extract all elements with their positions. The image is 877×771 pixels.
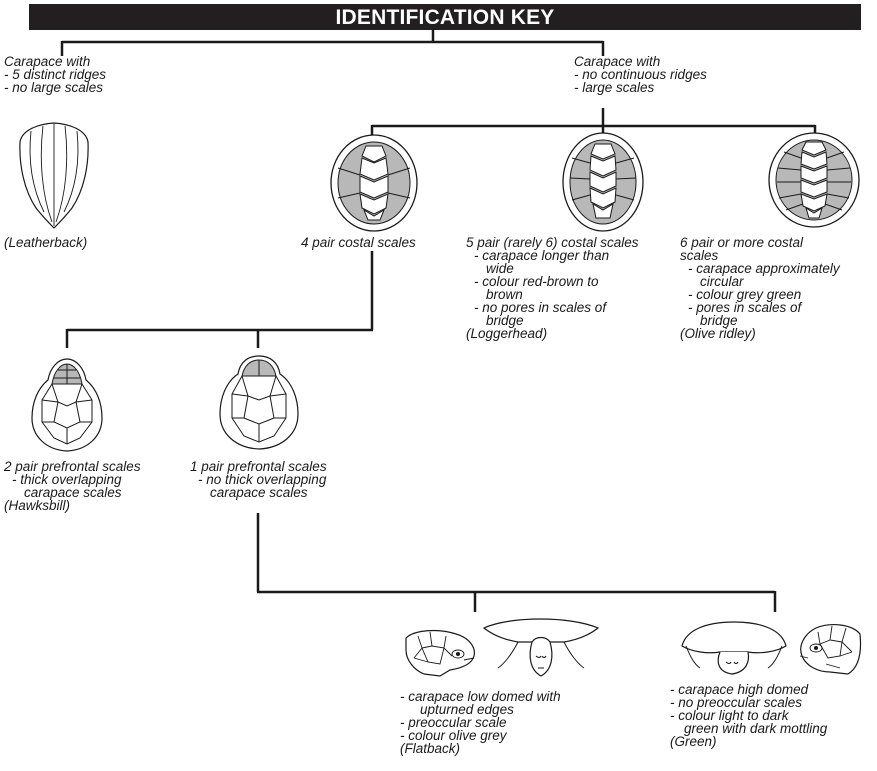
flatback-trait: - preoccular scale	[400, 715, 507, 730]
leatherback-label: (Leatherback)	[4, 235, 88, 250]
hawksbill-species-name: (Hawksbill)	[4, 498, 71, 513]
loggerhead-trait: wide	[486, 261, 514, 276]
green-head-illustration	[799, 624, 862, 675]
scaled-trait: - no continuous ridges	[574, 67, 707, 82]
green-species-name: (Green)	[670, 734, 717, 749]
olive-ridley-trait: - colour grey green	[688, 287, 802, 302]
one-prefrontal-heading: 1 pair prefrontal scales	[190, 459, 327, 474]
green-trait: green with dark mottling	[684, 721, 828, 736]
green-trait: - no preoccular scales	[670, 695, 803, 710]
ridged-trait: - no large scales	[4, 80, 104, 95]
ridged-heading: Carapace with	[4, 54, 91, 69]
green-label: - carapace high domed - no preoccular sc…	[670, 682, 828, 749]
key-title: IDENTIFICATION KEY	[29, 4, 861, 30]
one-prefrontal-trait: carapace scales	[210, 485, 308, 500]
olive-ridley-shell-illustration	[768, 132, 860, 228]
scaled-branch-label: Carapace with - no continuous ridges - l…	[574, 54, 707, 95]
flatback-head-illustration	[405, 629, 475, 677]
ridged-trait: - 5 distinct ridges	[4, 67, 107, 82]
one-prefrontal-head-illustration	[219, 355, 299, 450]
four-costal-label: 4 pair costal scales	[301, 235, 416, 250]
olive-ridley-heading: 6 pair or more costal	[680, 235, 804, 250]
olive-ridley-label: 6 pair or more costal scales - carapace …	[680, 235, 840, 341]
loggerhead-heading: 5 pair (rarely 6) costal scales	[466, 235, 639, 250]
green-profile-illustration	[681, 621, 787, 675]
green-trait: - colour light to dark	[670, 708, 789, 723]
scaled-heading: Carapace with	[574, 54, 661, 69]
flatback-trait: - carapace low domed with	[400, 689, 561, 704]
flatback-label: - carapace low domed with upturned edges…	[400, 689, 561, 756]
loggerhead-trait: - colour red-brown to	[474, 274, 599, 289]
loggerhead-trait: brown	[486, 287, 523, 302]
olive-ridley-trait: circular	[700, 274, 744, 289]
hawksbill-trait: - thick overlapping	[12, 472, 122, 487]
scaled-trait: - large scales	[574, 80, 655, 95]
loggerhead-label: 5 pair (rarely 6) costal scales - carapa…	[466, 235, 639, 341]
four-costal-shell-illustration	[330, 134, 418, 232]
olive-ridley-species-name: (Olive ridley)	[680, 326, 756, 341]
loggerhead-trait: bridge	[486, 313, 524, 328]
olive-ridley-heading-cont: scales	[680, 248, 719, 263]
hawksbill-head-illustration	[31, 358, 103, 452]
loggerhead-trait: - no pores in scales of	[474, 300, 607, 315]
one-prefrontal-trait: - no thick overlapping	[198, 472, 327, 487]
olive-ridley-trait: - pores in scales of	[688, 300, 802, 315]
leatherback-shell-illustration	[19, 122, 89, 229]
olive-ridley-trait: - carapace approximately	[688, 261, 840, 276]
hawksbill-label: 2 pair prefrontal scales - thick overlap…	[4, 459, 141, 513]
loggerhead-species-name: (Loggerhead)	[466, 326, 548, 341]
flatback-profile-illustration	[482, 618, 600, 677]
ridged-branch-label: Carapace with - 5 distinct ridges - no l…	[4, 54, 107, 95]
flatback-trait: upturned edges	[420, 702, 514, 717]
olive-ridley-trait: bridge	[700, 313, 738, 328]
hawksbill-heading: 2 pair prefrontal scales	[4, 459, 141, 474]
hawksbill-trait: carapace scales	[24, 485, 122, 500]
flatback-species-name: (Flatback)	[400, 741, 461, 756]
one-prefrontal-label: 1 pair prefrontal scales - no thick over…	[190, 459, 327, 500]
loggerhead-shell-illustration	[562, 132, 644, 232]
loggerhead-trait: - carapace longer than	[474, 248, 610, 263]
green-trait: - carapace high domed	[670, 682, 809, 697]
flatback-trait: - colour olive grey	[400, 728, 507, 743]
